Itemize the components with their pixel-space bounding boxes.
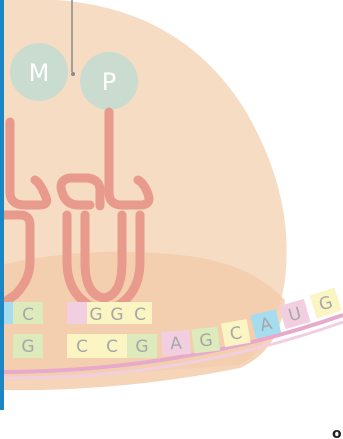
anticodon-left: C	[0, 302, 43, 325]
mrna-base-2: C	[67, 334, 97, 358]
connector-dot	[71, 72, 75, 76]
anticodon-left-base: C	[22, 305, 34, 325]
svg-text:G: G	[135, 337, 148, 357]
p-site-label: P	[102, 68, 116, 96]
anticodon-right-base-1: G	[89, 305, 102, 325]
p-site: P	[80, 52, 138, 110]
svg-text:G: G	[21, 337, 34, 357]
svg-text:G: G	[198, 330, 214, 351]
mrna-base-6: G	[192, 327, 221, 354]
mrna-base-7: C	[221, 319, 251, 347]
svg-text:C: C	[76, 337, 88, 357]
mrna-base-10: G	[310, 288, 342, 319]
anticodon-right: G G C	[67, 302, 152, 325]
mrna-base-3: C	[97, 334, 127, 358]
anticodon-right-base-2: G	[110, 305, 123, 325]
m-site-label: M	[29, 59, 50, 87]
mrna-base-5: A	[161, 330, 191, 356]
mrna-base-4: G	[127, 334, 157, 358]
anticodon-right-base-3: C	[134, 305, 146, 325]
m-site: M	[10, 43, 68, 101]
mrna-base-1: G	[13, 334, 43, 358]
corner-text: o	[332, 426, 342, 439]
svg-text:C: C	[106, 337, 118, 357]
svg-text:A: A	[169, 334, 182, 355]
left-accent-bar	[0, 0, 4, 410]
